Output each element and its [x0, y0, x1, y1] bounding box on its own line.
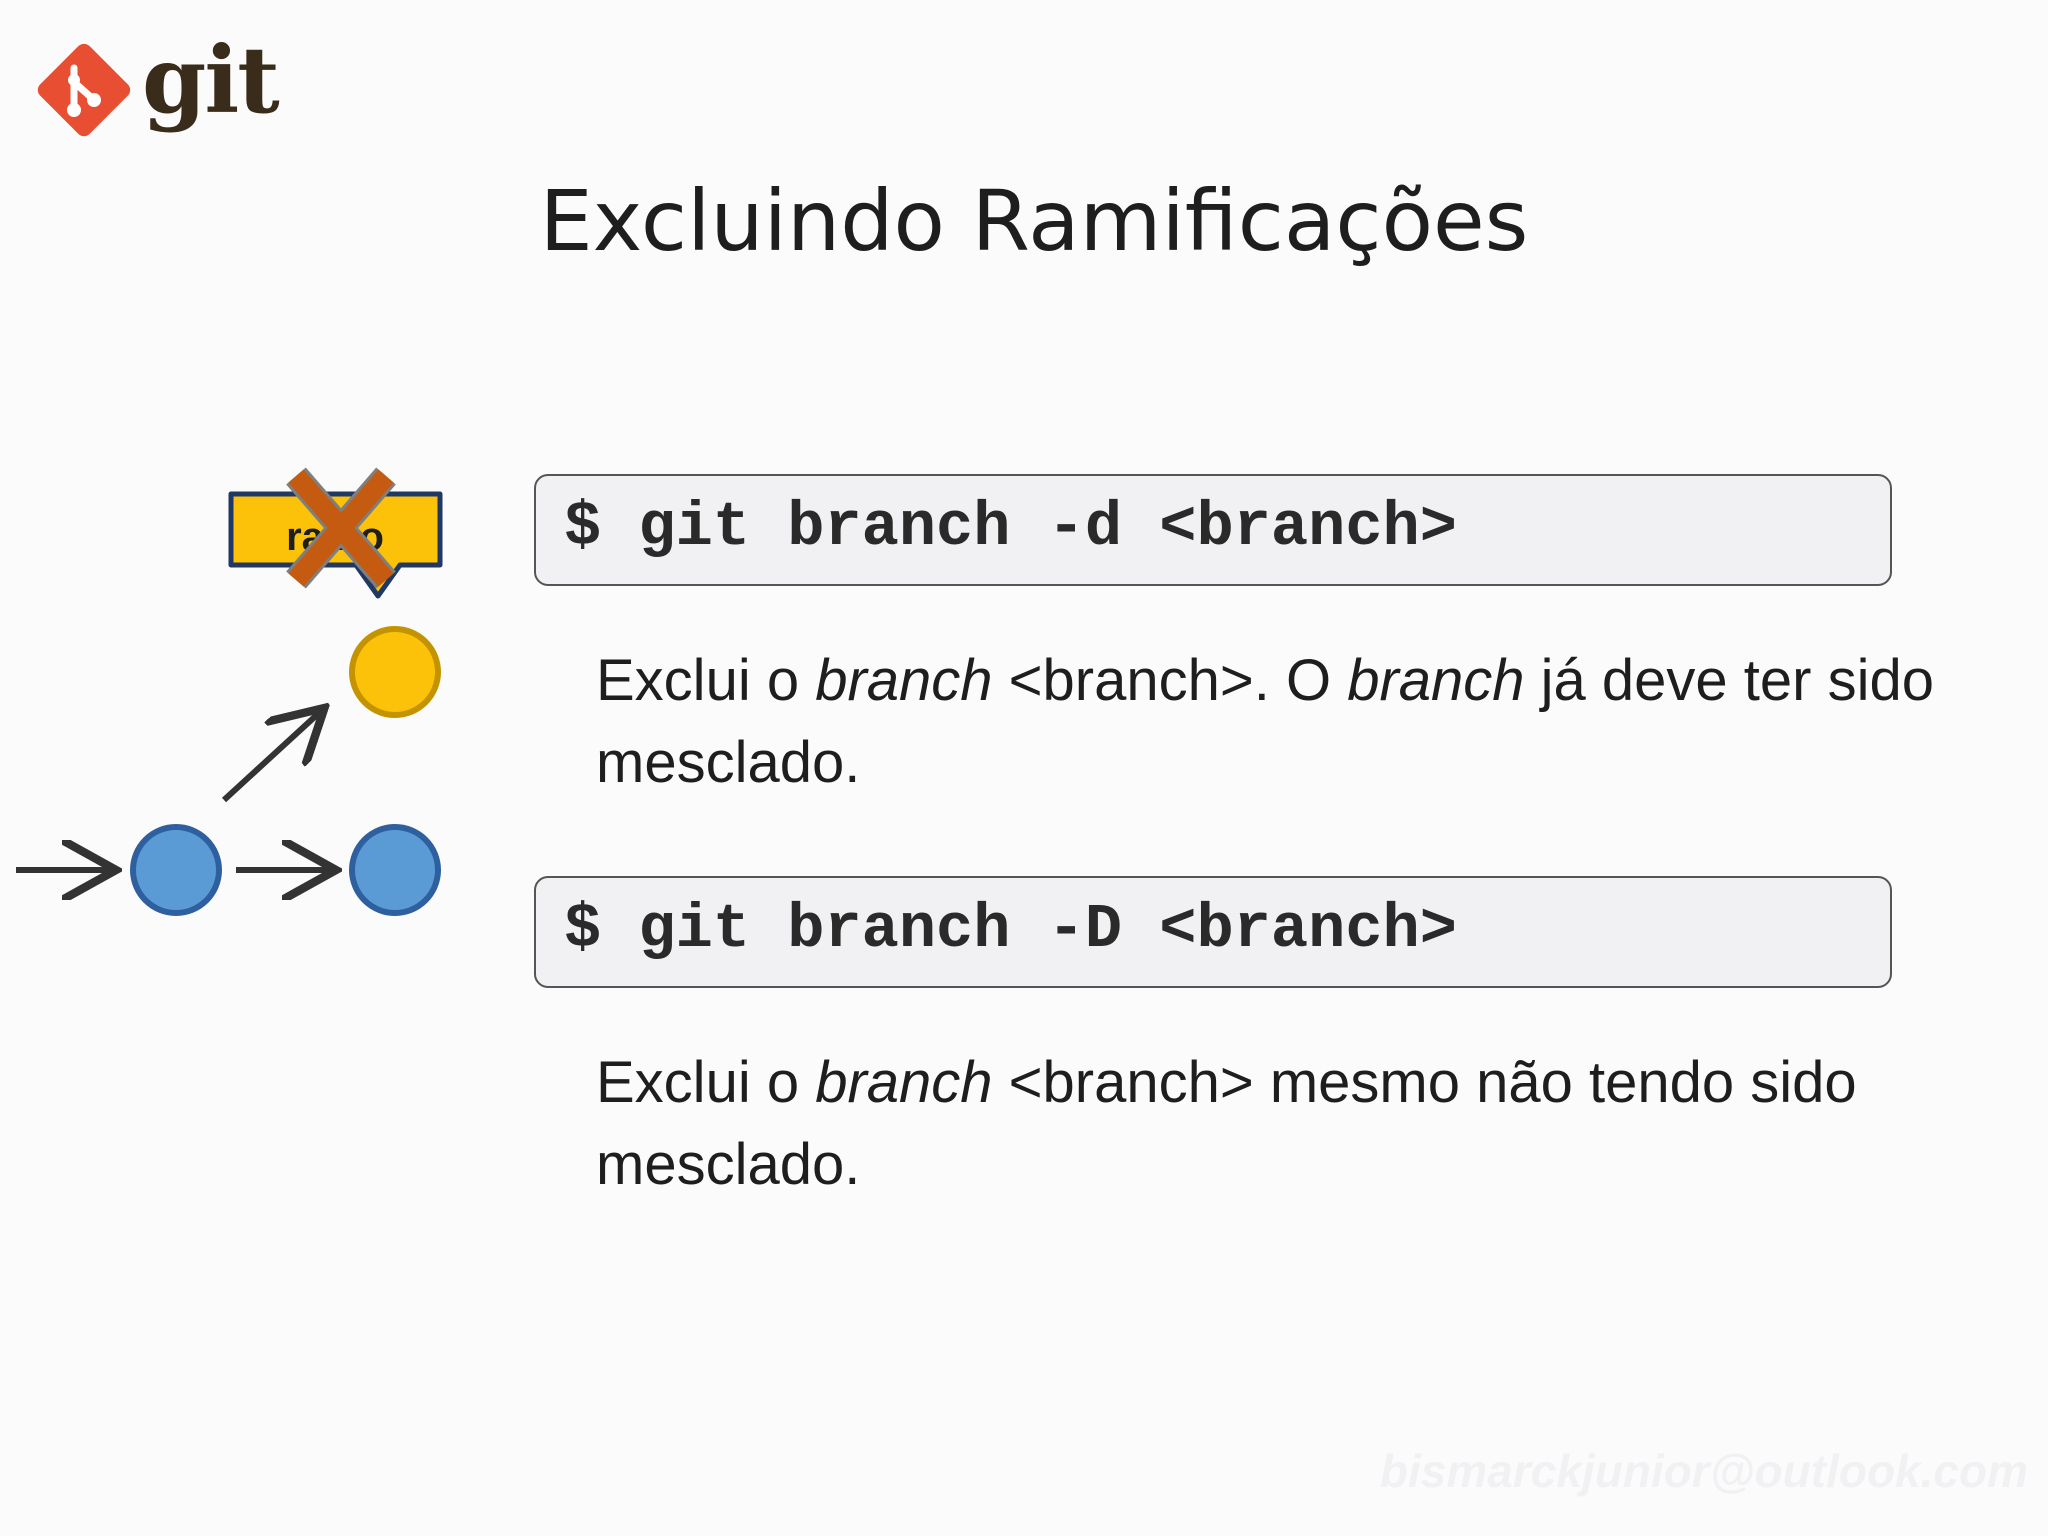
- desc-1-part-3: branch: [1347, 648, 1525, 713]
- command-box-1: $ git branch -d <branch>: [534, 474, 1892, 586]
- branch-diagram: ramo: [16, 467, 443, 916]
- command-text-2: $ git branch -D <branch>: [564, 894, 1457, 965]
- command-desc-1: Exclui o branch <branch>. O branch já de…: [596, 640, 1996, 804]
- desc-1-part-0: Exclui o: [596, 648, 816, 713]
- git-logo-icon: [37, 43, 131, 137]
- git-logo: git: [34, 26, 280, 137]
- desc-2-part-1: branch: [815, 1050, 993, 1115]
- desc-2-part-2: <branch> mesmo não tendo sido mesclado.: [596, 1050, 1857, 1197]
- x-icon: [286, 467, 396, 589]
- desc-1-part-1: branch: [815, 648, 993, 713]
- watermark: bismarckjunior@outlook.com: [1379, 1445, 2028, 1497]
- arrow-to-yellow: [221, 712, 320, 803]
- commit-blue-2: [349, 824, 441, 916]
- git-logo-text: git: [142, 26, 280, 134]
- commit-yellow: [349, 626, 441, 718]
- slide-title: Excluindo Ramificações: [539, 172, 1529, 270]
- command-text-1: $ git branch -d <branch>: [564, 492, 1457, 563]
- command-box-2: $ git branch -D <branch>: [534, 876, 1892, 988]
- command-desc-2: Exclui o branch <branch> mesmo não tendo…: [596, 1042, 1996, 1206]
- desc-2-part-0: Exclui o: [596, 1050, 816, 1115]
- desc-1-part-4: já deve ter sido mesclado.: [596, 648, 1935, 795]
- commit-blue-1: [130, 824, 222, 916]
- desc-1-part-2: <branch>. O: [992, 648, 1348, 713]
